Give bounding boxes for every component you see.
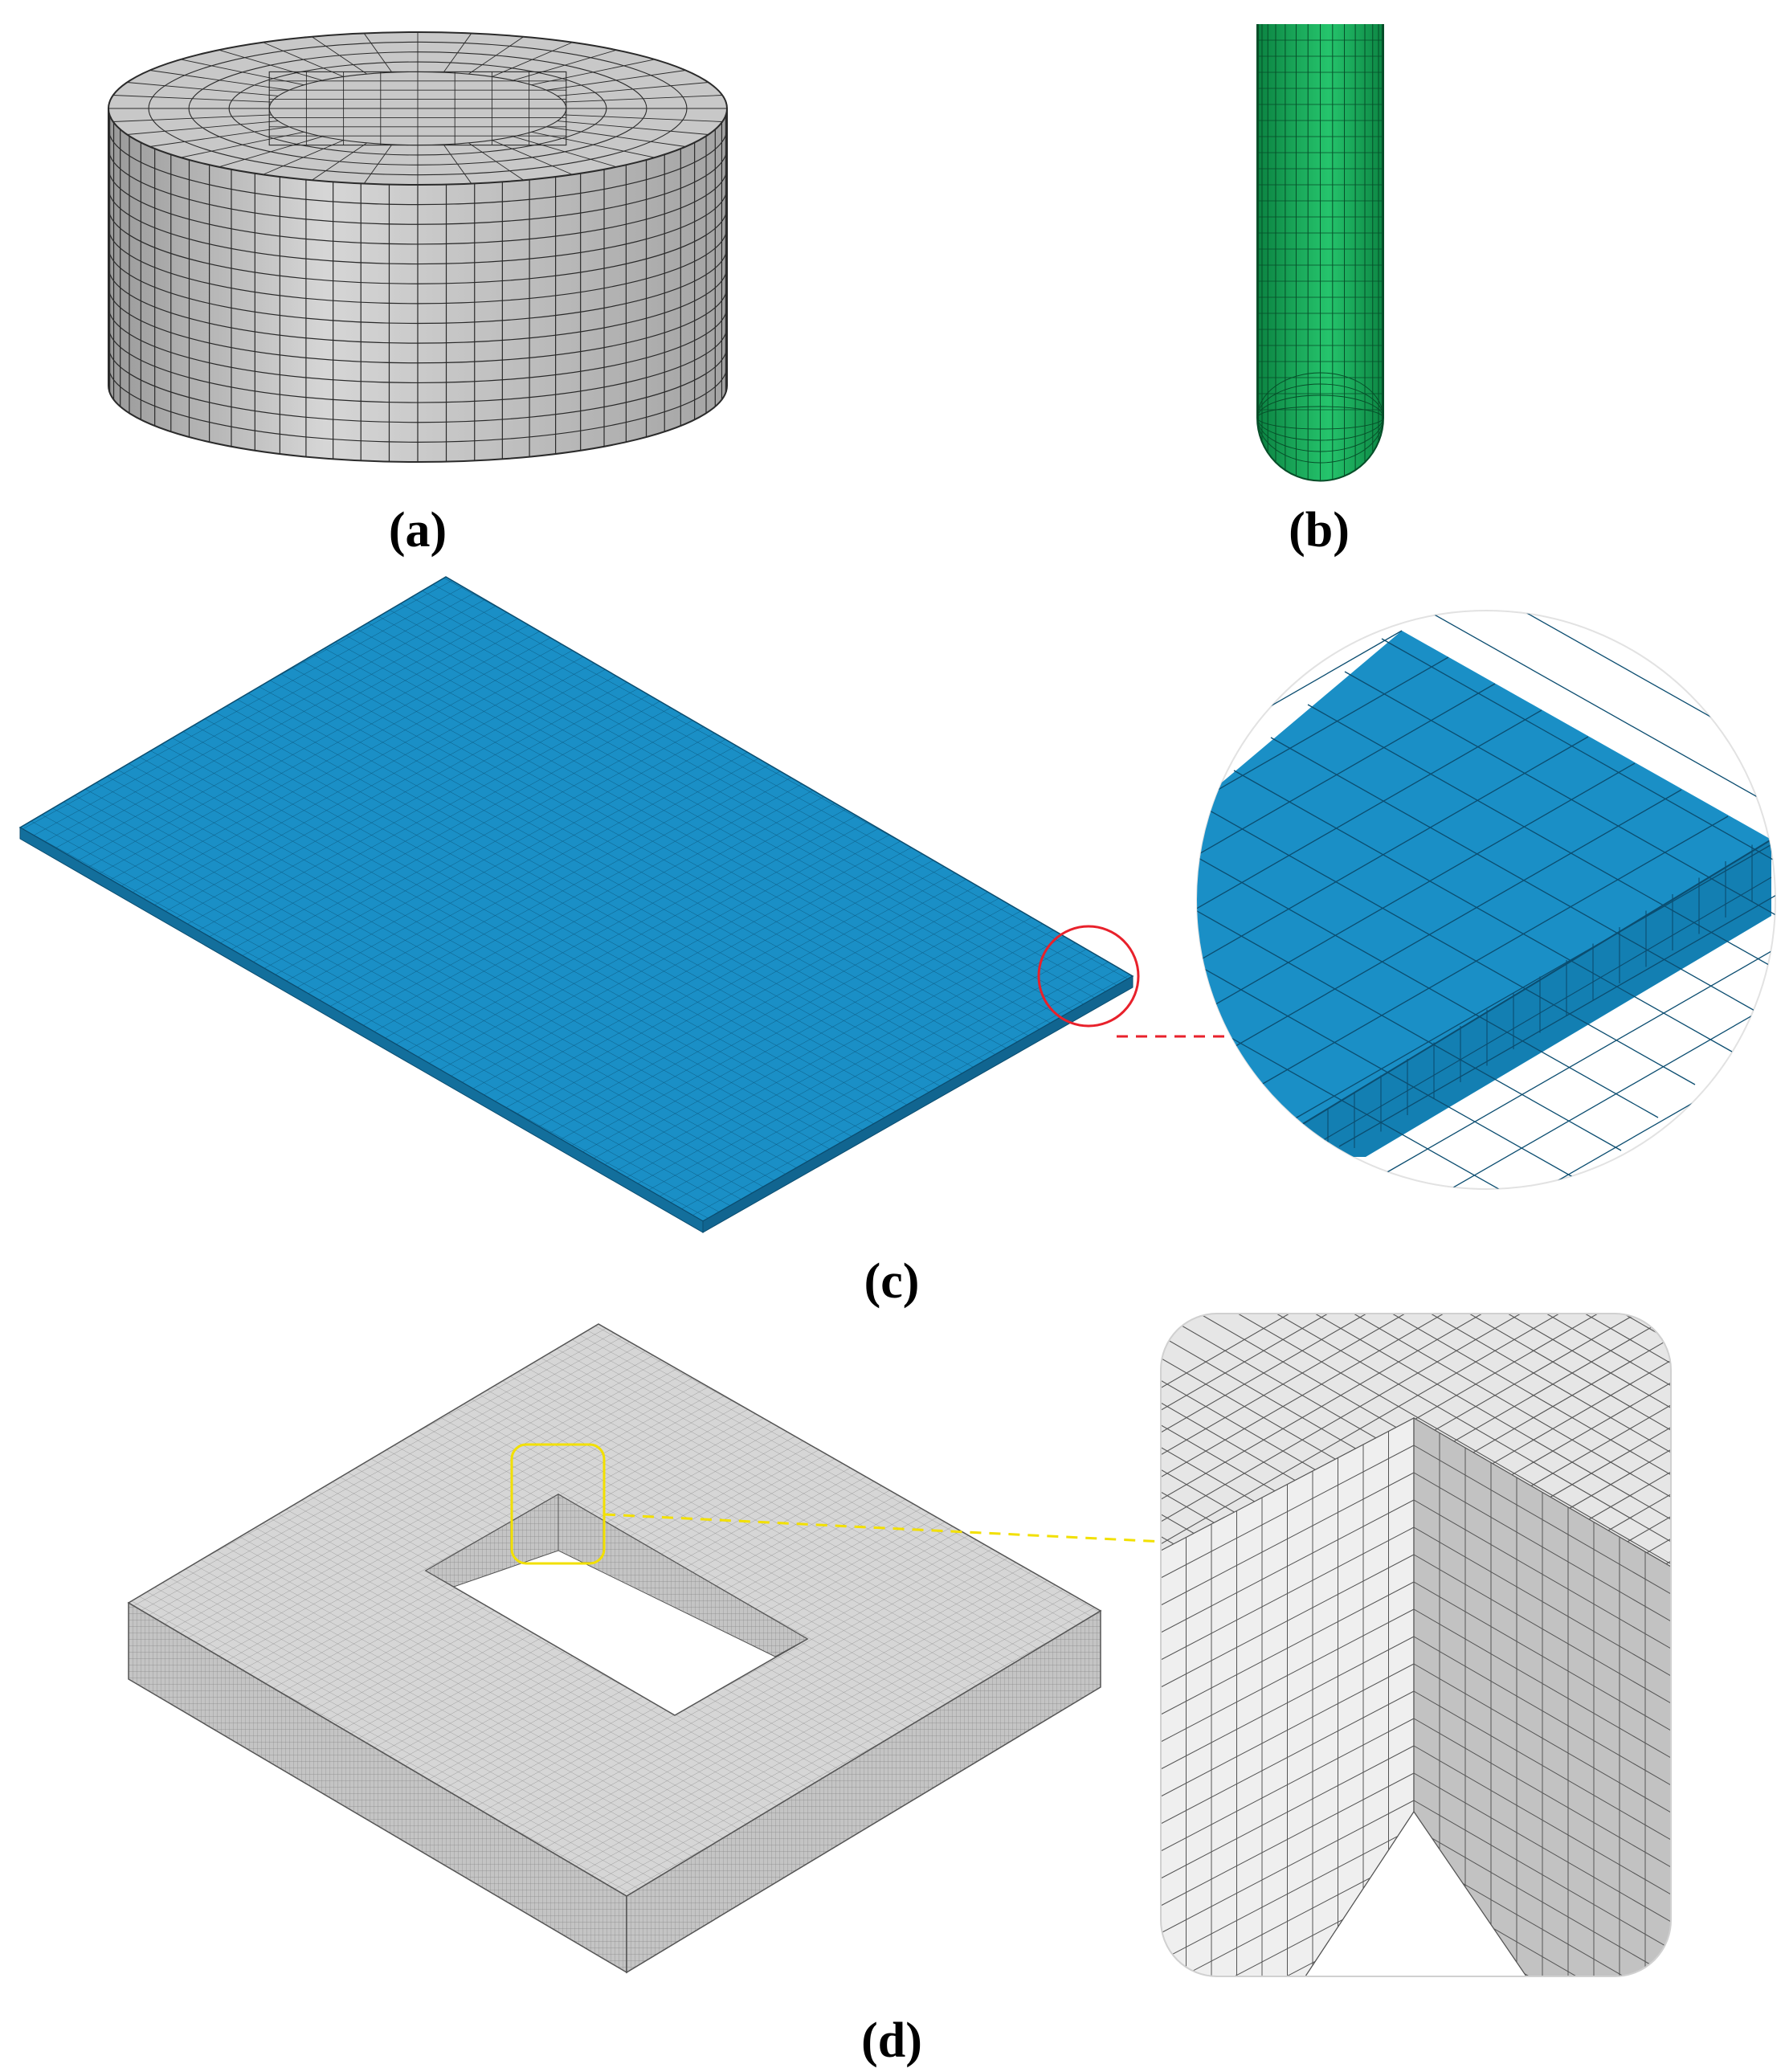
panel-d-plate-with-hole-mesh	[127, 1323, 1182, 1974]
panel-a-cylinder-mesh	[108, 31, 728, 463]
panel-b-label: (b)	[1289, 503, 1350, 558]
panel-a-label: (a)	[389, 503, 447, 558]
panel-b-rod-mesh	[1256, 24, 1384, 482]
panel-d-zoom-view	[1160, 1313, 1672, 1977]
panel-d-label: (d)	[861, 2013, 922, 2068]
panel-c-plate-mesh	[18, 576, 1229, 1233]
panel-c-label: (c)	[864, 1254, 920, 1309]
